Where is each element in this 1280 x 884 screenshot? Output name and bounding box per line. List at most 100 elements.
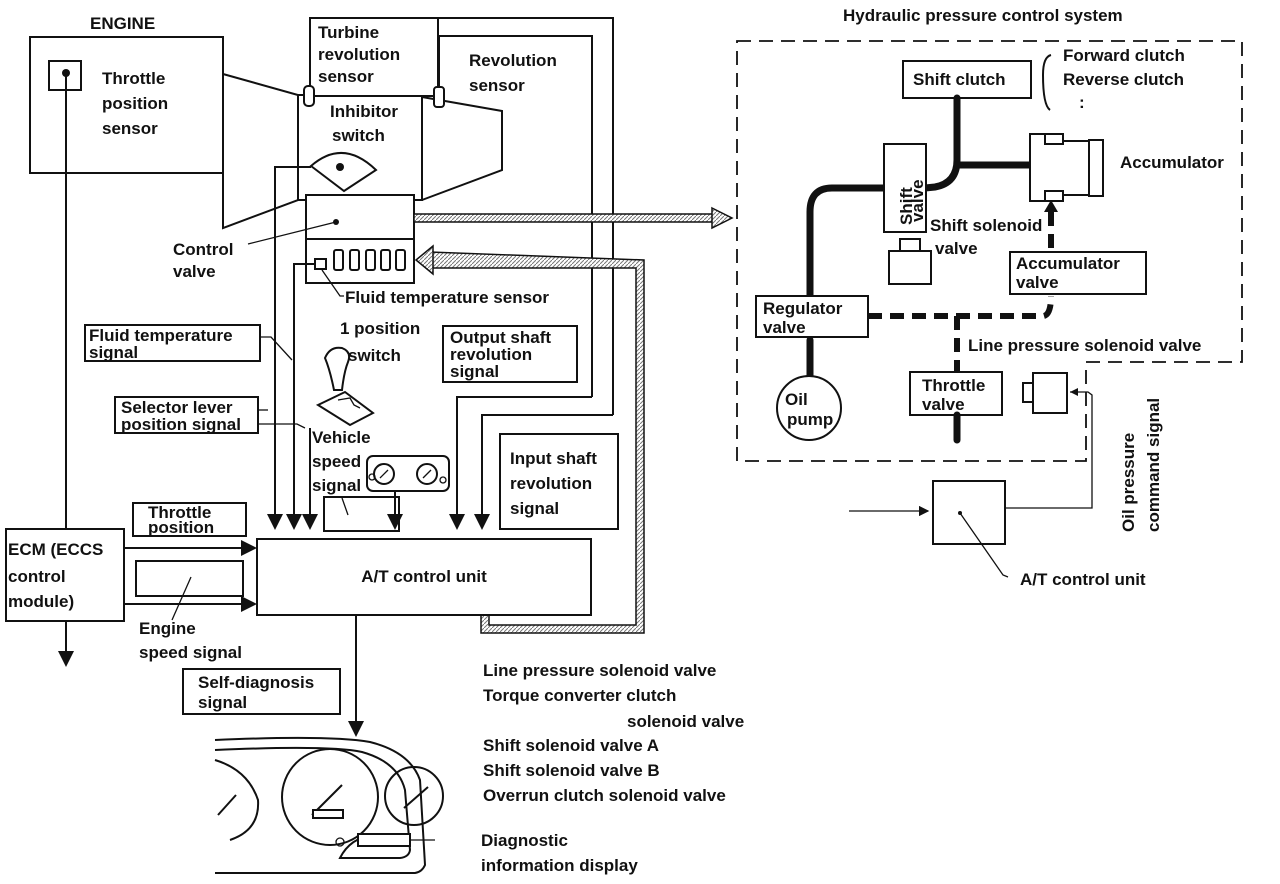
svg-text:command signal: command signal <box>1144 398 1163 532</box>
svg-text:position: position <box>148 518 214 537</box>
svg-text:signal: signal <box>510 499 559 518</box>
svg-text:solenoid valve: solenoid valve <box>627 712 744 731</box>
svg-text:module): module) <box>8 592 74 611</box>
svg-text:switch: switch <box>332 126 385 145</box>
svg-text:sensor: sensor <box>469 76 525 95</box>
svg-text:Torque converter clutch: Torque converter clutch <box>483 686 676 705</box>
control-valve-label: Control valve <box>173 240 233 281</box>
svg-text:Diagnostic: Diagnostic <box>481 831 568 850</box>
svg-text:Overrun clutch solenoid valve: Overrun clutch solenoid valve <box>483 786 726 805</box>
svg-text:valve: valve <box>1016 273 1059 292</box>
oil-pressure-command-signal-label: Oil pressure command signal <box>1119 398 1163 532</box>
hydraulic-system-title: Hydraulic pressure control system <box>843 6 1123 25</box>
self-diagnosis-signal-label: Self-diagnosis signal <box>182 668 341 715</box>
svg-text:Regulator: Regulator <box>763 299 843 318</box>
output-solenoid-list: Line pressure solenoid valve Torque conv… <box>483 661 744 805</box>
svg-text::: : <box>1079 93 1085 112</box>
regulator-valve-label: Regulator valve <box>763 299 843 337</box>
at-control-unit-small-box <box>932 480 1006 545</box>
diagnostic-display-label: Diagnostic information display <box>481 831 638 875</box>
solenoid-command-arrow-in <box>414 244 645 634</box>
fluid-temperature-signal-label: Fluid temperature signal <box>84 324 293 362</box>
throttle-position-label: Throttle position <box>132 502 247 537</box>
svg-text:signal: signal <box>450 362 499 381</box>
accumulator-label: Accumulator <box>1120 153 1224 172</box>
fluid-temp-sensor-label: Fluid temperature sensor <box>345 288 549 307</box>
svg-text:sensor: sensor <box>102 119 158 138</box>
svg-text:Self-diagnosis: Self-diagnosis <box>198 673 314 692</box>
svg-text:Line pressure solenoid valve: Line pressure solenoid valve <box>483 661 716 680</box>
throttle-valve-label: Throttle valve <box>922 376 985 414</box>
svg-text:switch: switch <box>348 346 401 365</box>
svg-text:Shift: Shift <box>897 187 916 225</box>
fluid-temp-sensor-icon <box>314 258 327 270</box>
svg-text:position: position <box>102 94 168 113</box>
svg-text:control: control <box>8 567 66 586</box>
transmission-body: Turbine revolution sensor Revolution sen… <box>173 17 614 530</box>
svg-text:Revolution: Revolution <box>469 51 557 70</box>
svg-text:information display: information display <box>481 856 638 875</box>
inhibitor-switch-label: Inhibitor switch <box>330 102 398 145</box>
svg-text:Reverse clutch: Reverse clutch <box>1063 70 1184 89</box>
svg-text:Throttle: Throttle <box>148 503 211 522</box>
svg-text:ECM (ECCS: ECM (ECCS <box>8 540 103 559</box>
clutch-list: Forward clutch Reverse clutch : <box>1063 46 1185 112</box>
svg-text:Shift solenoid valve B: Shift solenoid valve B <box>483 761 660 780</box>
oil-pump-label: Oil pump <box>785 390 833 429</box>
svg-text:Inhibitor: Inhibitor <box>330 102 398 121</box>
engine-box <box>29 36 224 174</box>
svg-text:Input shaft: Input shaft <box>510 449 597 468</box>
svg-text:Oil pressure: Oil pressure <box>1119 433 1138 532</box>
shift-clutch-box <box>902 60 1032 99</box>
control-valve-body <box>305 194 415 240</box>
svg-text:Shift solenoid valve A: Shift solenoid valve A <box>483 736 659 755</box>
one-position-switch-label: 1 position switch <box>340 319 420 365</box>
svg-text:Control: Control <box>173 240 233 259</box>
line-pressure-solenoid-valve-label: Line pressure solenoid valve <box>968 336 1201 355</box>
vehicle-speed-signal-label: Vehicle speed signal <box>312 428 371 495</box>
at-control-unit-box <box>256 538 592 616</box>
engine-speed-sensor-box <box>135 560 244 597</box>
svg-text:Oil: Oil <box>785 390 808 409</box>
selector-lever-signal-label: Selector lever position signal <box>114 396 306 434</box>
turbine-sensor-icon <box>303 85 315 107</box>
engine-label: ENGINE <box>90 14 155 33</box>
line-pressure-solenoid-icon <box>1022 372 1068 414</box>
svg-text:revolution: revolution <box>318 45 400 64</box>
svg-text:valve: valve <box>908 179 927 222</box>
svg-text:signal: signal <box>89 343 138 362</box>
svg-text:pump: pump <box>787 410 833 429</box>
hydraulic-system-boundary <box>736 40 1243 462</box>
selector-lever-icon <box>315 346 375 427</box>
throttle-position-sensor-label: Throttle position sensor <box>102 69 168 138</box>
svg-text:revolution: revolution <box>510 474 592 493</box>
revolution-sensor-icon <box>433 86 445 108</box>
at-control-unit-small-label: A/T control unit <box>1020 570 1146 589</box>
turbine-sensor-label: Turbine revolution sensor <box>318 23 400 86</box>
ecm-box <box>5 528 125 622</box>
output-shaft-signal-label: Output shaft revolution signal <box>442 325 578 383</box>
shift-solenoid-valve-icon <box>888 238 932 285</box>
accumulator-icon <box>1029 133 1104 202</box>
throttle-valve-box <box>909 371 1003 416</box>
vehicle-speed-sensor-box <box>323 496 400 532</box>
shift-valve-box <box>883 143 927 233</box>
shift-solenoid-valve-label: Shift solenoid valve <box>930 216 1042 258</box>
at-control-unit-label: A/T control unit <box>361 567 487 586</box>
svg-text:Selector lever: Selector lever <box>121 398 233 417</box>
brace-icon <box>1041 54 1052 111</box>
svg-text:Vehicle: Vehicle <box>312 428 371 447</box>
hydraulic-signal-arrow-out <box>413 206 734 230</box>
accumulator-valve-box <box>1009 251 1147 295</box>
svg-text:1 position: 1 position <box>340 319 420 338</box>
revolution-sensor-label: Revolution sensor <box>469 51 557 95</box>
regulator-valve-box <box>755 295 869 338</box>
input-shaft-signal-label: Input shaft revolution signal <box>499 433 619 530</box>
svg-text:valve: valve <box>935 239 978 258</box>
svg-text:Output shaft: Output shaft <box>450 328 551 347</box>
shift-valve-label: Shift valve <box>897 179 927 225</box>
svg-text:Shift solenoid: Shift solenoid <box>930 216 1042 235</box>
svg-text:signal: signal <box>312 476 361 495</box>
ecm-label: ECM (ECCS control module) <box>8 540 103 611</box>
